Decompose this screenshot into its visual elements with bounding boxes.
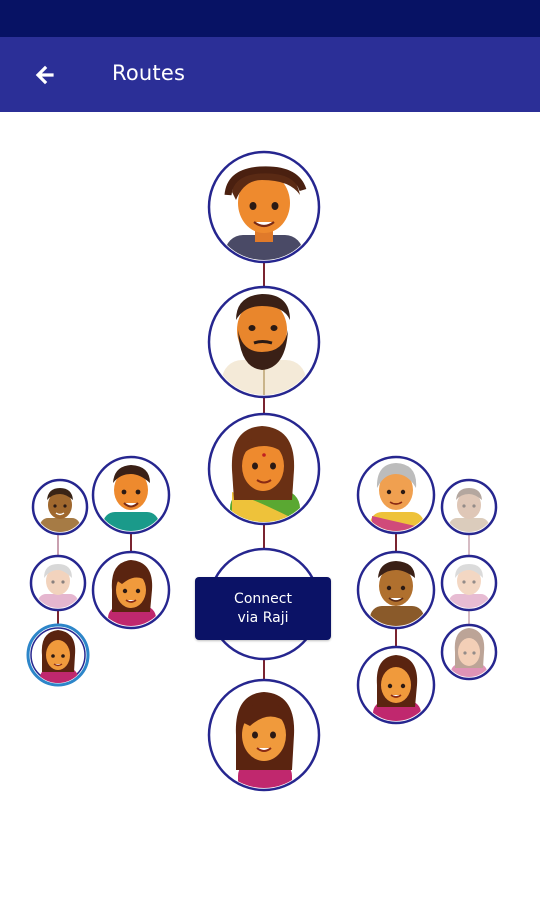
right-node-3[interactable] bbox=[356, 550, 436, 634]
woman-yellow-scarf-avatar-icon bbox=[230, 426, 300, 522]
grandmother-avatar-icon bbox=[449, 564, 489, 608]
left-node-1[interactable] bbox=[31, 478, 89, 538]
man-cap-avatar-icon bbox=[224, 166, 307, 260]
back-button[interactable] bbox=[30, 59, 66, 91]
page-title: Routes bbox=[112, 61, 186, 85]
arrow-left-icon bbox=[35, 65, 54, 85]
girl-avatar-icon bbox=[108, 560, 156, 626]
route-node-3[interactable] bbox=[207, 412, 321, 535]
route-node-2[interactable] bbox=[207, 285, 321, 405]
connect-button-line1: Connect bbox=[234, 590, 292, 607]
route-node-1[interactable] bbox=[207, 150, 321, 275]
connect-button-line2: via Raji bbox=[237, 609, 289, 626]
route-graph bbox=[26, 150, 498, 800]
man-avatar-icon bbox=[449, 488, 489, 532]
girl-pink-avatar-icon bbox=[235, 692, 295, 788]
left-node-4[interactable] bbox=[91, 550, 171, 634]
right-node-5[interactable] bbox=[356, 645, 436, 729]
app-bar: Routes bbox=[0, 37, 540, 112]
left-node-3[interactable] bbox=[29, 554, 87, 614]
grandmother-yellow-avatar-icon bbox=[370, 463, 424, 531]
left-node-2[interactable] bbox=[91, 455, 171, 540]
right-node-6[interactable] bbox=[440, 623, 498, 684]
grandmother-avatar-icon bbox=[38, 564, 78, 608]
girl-avatar-icon bbox=[451, 628, 487, 677]
girl-avatar-icon bbox=[373, 655, 421, 721]
man-brown-avatar-icon bbox=[370, 561, 424, 626]
young-man-avatar-icon bbox=[103, 465, 159, 531]
right-node-4[interactable] bbox=[440, 554, 498, 614]
route-node-5[interactable] bbox=[207, 678, 321, 800]
left-node-5-selected[interactable] bbox=[26, 623, 90, 690]
right-node-2[interactable] bbox=[440, 478, 498, 538]
connect-via-button[interactable]: Connect via Raji bbox=[195, 577, 331, 640]
status-bar bbox=[0, 0, 540, 37]
man-avatar-icon bbox=[40, 488, 80, 532]
right-node-1[interactable] bbox=[356, 455, 436, 540]
girl-selected-avatar-icon bbox=[40, 630, 78, 683]
